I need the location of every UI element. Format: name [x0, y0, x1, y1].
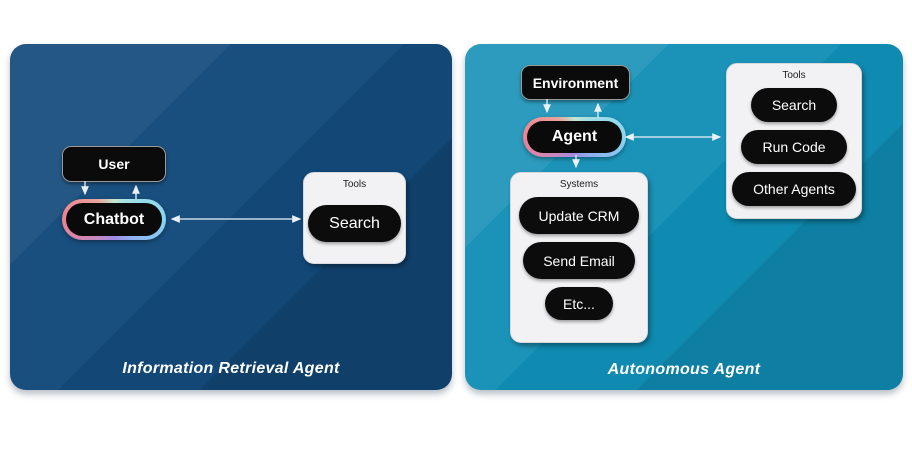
search-tool-pill-right: Search	[750, 88, 838, 122]
user-node-label: User	[98, 156, 130, 172]
other-agents-pill: Other Agents	[732, 172, 856, 206]
environment-node: Environment	[521, 65, 630, 100]
chatbot-node-label: Chatbot	[66, 203, 162, 236]
tools-container-left-title: Tools	[342, 179, 367, 190]
environment-node-label: Environment	[532, 74, 619, 91]
tools-container-right: Tools Search Run Code Other Agents	[726, 63, 862, 219]
user-node: User	[62, 146, 166, 182]
agent-node: Agent	[523, 117, 626, 157]
search-tool-pill: Search	[308, 205, 401, 242]
run-code-pill: Run Code	[741, 130, 847, 164]
right-panel-caption: Autonomous Agent	[607, 361, 761, 378]
chatbot-node: Chatbot	[62, 199, 166, 240]
tools-container-left: Tools Search	[303, 172, 406, 264]
systems-container-title: Systems	[559, 179, 599, 190]
agent-node-label: Agent	[527, 121, 622, 153]
systems-container: Systems Update CRM Send Email Etc...	[510, 172, 648, 343]
etc-pill: Etc...	[545, 287, 613, 320]
update-crm-pill: Update CRM	[518, 197, 640, 234]
left-panel-caption: Information Retrieval Agent	[122, 360, 340, 377]
send-email-pill: Send Email	[523, 242, 635, 279]
tools-container-right-title: Tools	[782, 70, 806, 81]
